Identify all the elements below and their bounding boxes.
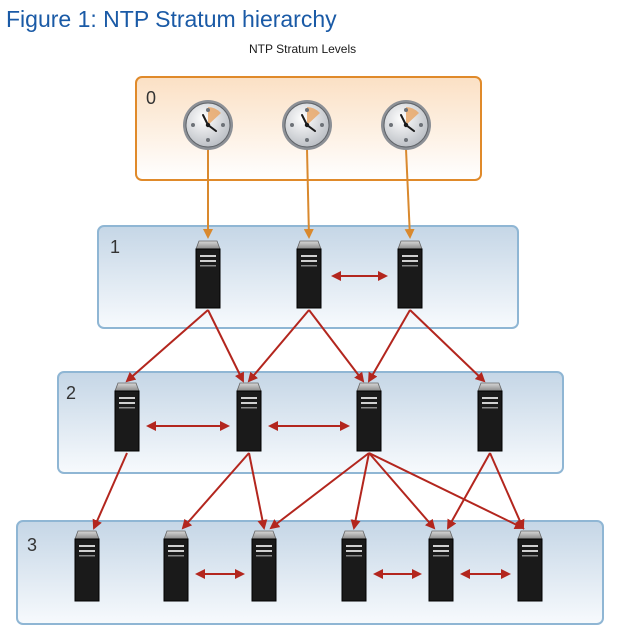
clock-icon — [282, 100, 332, 150]
server-icon — [356, 382, 382, 452]
stratum-0-label: 0 — [146, 88, 156, 108]
server-icon — [163, 530, 189, 602]
stratum1-to-stratum2-arrow — [125, 309, 209, 383]
clock-icon — [381, 100, 431, 150]
server-icon — [517, 530, 543, 602]
stratum2-to-stratum3-arrow — [248, 452, 268, 530]
stratum1-to-stratum2-arrow — [207, 309, 244, 383]
stratum2-to-stratum3-arrow — [181, 452, 250, 530]
server-icon — [114, 382, 140, 452]
stratum1-to-stratum2-arrow — [247, 309, 310, 383]
nodes — [74, 100, 543, 602]
diagram-subtitle: NTP Stratum Levels — [249, 42, 357, 56]
figure-title: Figure 1: NTP Stratum hierarchy — [6, 6, 337, 32]
server-icon — [428, 530, 454, 602]
stratum-3-box — [16, 520, 604, 625]
clock-to-stratum1-arrow — [404, 148, 415, 239]
stratum1-to-stratum2-arrow — [409, 309, 486, 383]
stratum-3-label: 3 — [27, 535, 37, 555]
stratum2-to-stratum3-arrow — [447, 452, 491, 530]
server-icon — [477, 382, 503, 452]
stratum2-to-stratum3-arrow — [368, 452, 525, 529]
server-icon — [397, 240, 423, 309]
server-icon — [236, 382, 262, 452]
clock-to-stratum1-arrow — [303, 148, 314, 239]
stratum1-to-stratum2-arrow — [308, 309, 365, 383]
server-icon — [251, 530, 277, 602]
connections — [92, 148, 525, 579]
clock-icon — [183, 100, 233, 150]
stratum2-to-stratum3-arrow — [350, 452, 370, 530]
stratum1-to-stratum2-arrow — [367, 309, 411, 383]
server-icon — [195, 240, 221, 309]
stratum2-to-stratum3-arrow — [489, 452, 525, 530]
server-icon — [74, 530, 100, 602]
stratum-1-label: 1 — [110, 237, 120, 257]
server-icon — [296, 240, 322, 309]
stratum2-to-stratum3-arrow — [368, 452, 436, 530]
stratum2-to-stratum3-arrow — [92, 452, 128, 530]
stratum-2-label: 2 — [66, 383, 76, 403]
server-icon — [341, 530, 367, 602]
stratum2-to-stratum3-arrow — [269, 452, 370, 530]
